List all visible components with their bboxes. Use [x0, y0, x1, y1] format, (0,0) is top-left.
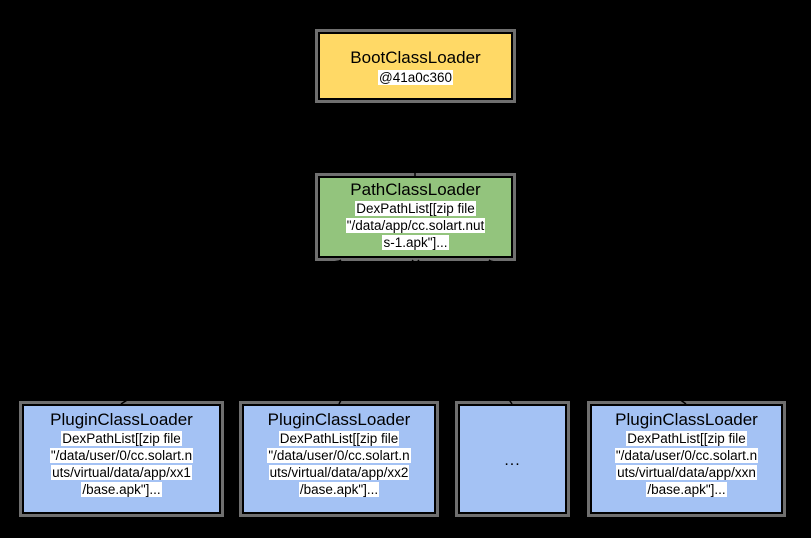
pluginclassloader-detail-line: DexPathList[[zip file [244, 430, 434, 447]
pluginclassloader-detail-text: /base.apk"]... [646, 482, 727, 497]
pluginclassloader-detail-line: uts/virtual/data/app/xx1 [24, 464, 219, 481]
pathclassloader-detail-line: s-1.apk"]... [320, 234, 511, 251]
pluginclassloader-detail-text: "/data/user/0/cc.solart.n [614, 448, 759, 463]
pluginclassloader-detail-line: uts/virtual/data/app/xxn [592, 464, 781, 481]
pluginclassloader-detail-text: uts/virtual/data/app/xx1 [51, 465, 192, 480]
edge-plugin3-to-path [417, 259, 513, 405]
node-pathclassloader: PathClassLoader DexPathList[[zip file "/… [318, 176, 513, 258]
pluginclassloader-detail-text: DexPathList[[zip file [278, 431, 400, 446]
pluginclassloader-detail-text: /base.apk"]... [81, 482, 162, 497]
pluginclassloader-detail-line: /base.apk"]... [592, 481, 781, 498]
pluginclassloader-detail-text: DexPathList[[zip file [61, 431, 182, 446]
pluginclassloader-detail-text: "/data/user/0/cc.solart.n [49, 448, 194, 463]
pathclassloader-detail-line: "/data/app/cc.solart.nut [320, 217, 511, 234]
pluginclassloader-detail-line: DexPathList[[zip file [592, 430, 781, 447]
pluginclassloader-detail-line: DexPathList[[zip file [24, 430, 219, 447]
edge-plugin2-to-path [338, 259, 414, 405]
pluginclassloader-detail-line: "/data/user/0/cc.solart.n [592, 447, 781, 464]
bootclassloader-title: BootClassLoader [350, 47, 481, 67]
pluginclassloader-detail-line: uts/virtual/data/app/xx2 [244, 464, 434, 481]
pathclassloader-detail-text: "/data/app/cc.solart.nut [345, 218, 486, 233]
edge-plugin1-to-path [120, 259, 342, 405]
pluginclassloader-detail-text: uts/virtual/data/app/xx2 [268, 465, 410, 480]
node-pluginclassloader-xx1: PluginClassLoader DexPathList[[zip file … [22, 404, 221, 514]
pluginclassloader-title: PluginClassLoader [50, 410, 193, 429]
edge-plugin4-to-path [488, 259, 687, 405]
pathclassloader-title: PathClassLoader [350, 180, 481, 199]
node-pluginclassloader-xx2: PluginClassLoader DexPathList[[zip file … [242, 404, 436, 514]
node-bootclassloader: BootClassLoader @41a0c360 [318, 32, 513, 100]
pathclassloader-detail-text: DexPathList[[zip file [355, 201, 476, 216]
pluginclassloader-detail-text: DexPathList[[zip file [626, 431, 747, 446]
pathclassloader-detail-line: DexPathList[[zip file [320, 200, 511, 217]
pluginclassloader-detail-line: "/data/user/0/cc.solart.n [244, 447, 434, 464]
ellipsis-label: ... [504, 451, 521, 469]
pathclassloader-detail-text: s-1.apk"]... [382, 235, 449, 250]
pluginclassloader-title: PluginClassLoader [615, 410, 758, 429]
pluginclassloader-detail-text: "/data/user/0/cc.solart.n [267, 448, 411, 463]
pluginclassloader-title: PluginClassLoader [267, 410, 411, 429]
bootclassloader-address: @41a0c360 [377, 69, 453, 85]
pluginclassloader-detail-line: /base.apk"]... [244, 481, 434, 498]
node-pluginclassloader-ellipsis: ... [458, 404, 567, 514]
pluginclassloader-detail-line: "/data/user/0/cc.solart.n [24, 447, 219, 464]
bootclassloader-address-line: @41a0c360 [377, 69, 453, 86]
pluginclassloader-detail-line: /base.apk"]... [24, 481, 219, 498]
node-pluginclassloader-xxn: PluginClassLoader DexPathList[[zip file … [590, 404, 783, 514]
pluginclassloader-detail-text: /base.apk"]... [298, 482, 380, 497]
pluginclassloader-detail-text: uts/virtual/data/app/xxn [616, 465, 757, 480]
